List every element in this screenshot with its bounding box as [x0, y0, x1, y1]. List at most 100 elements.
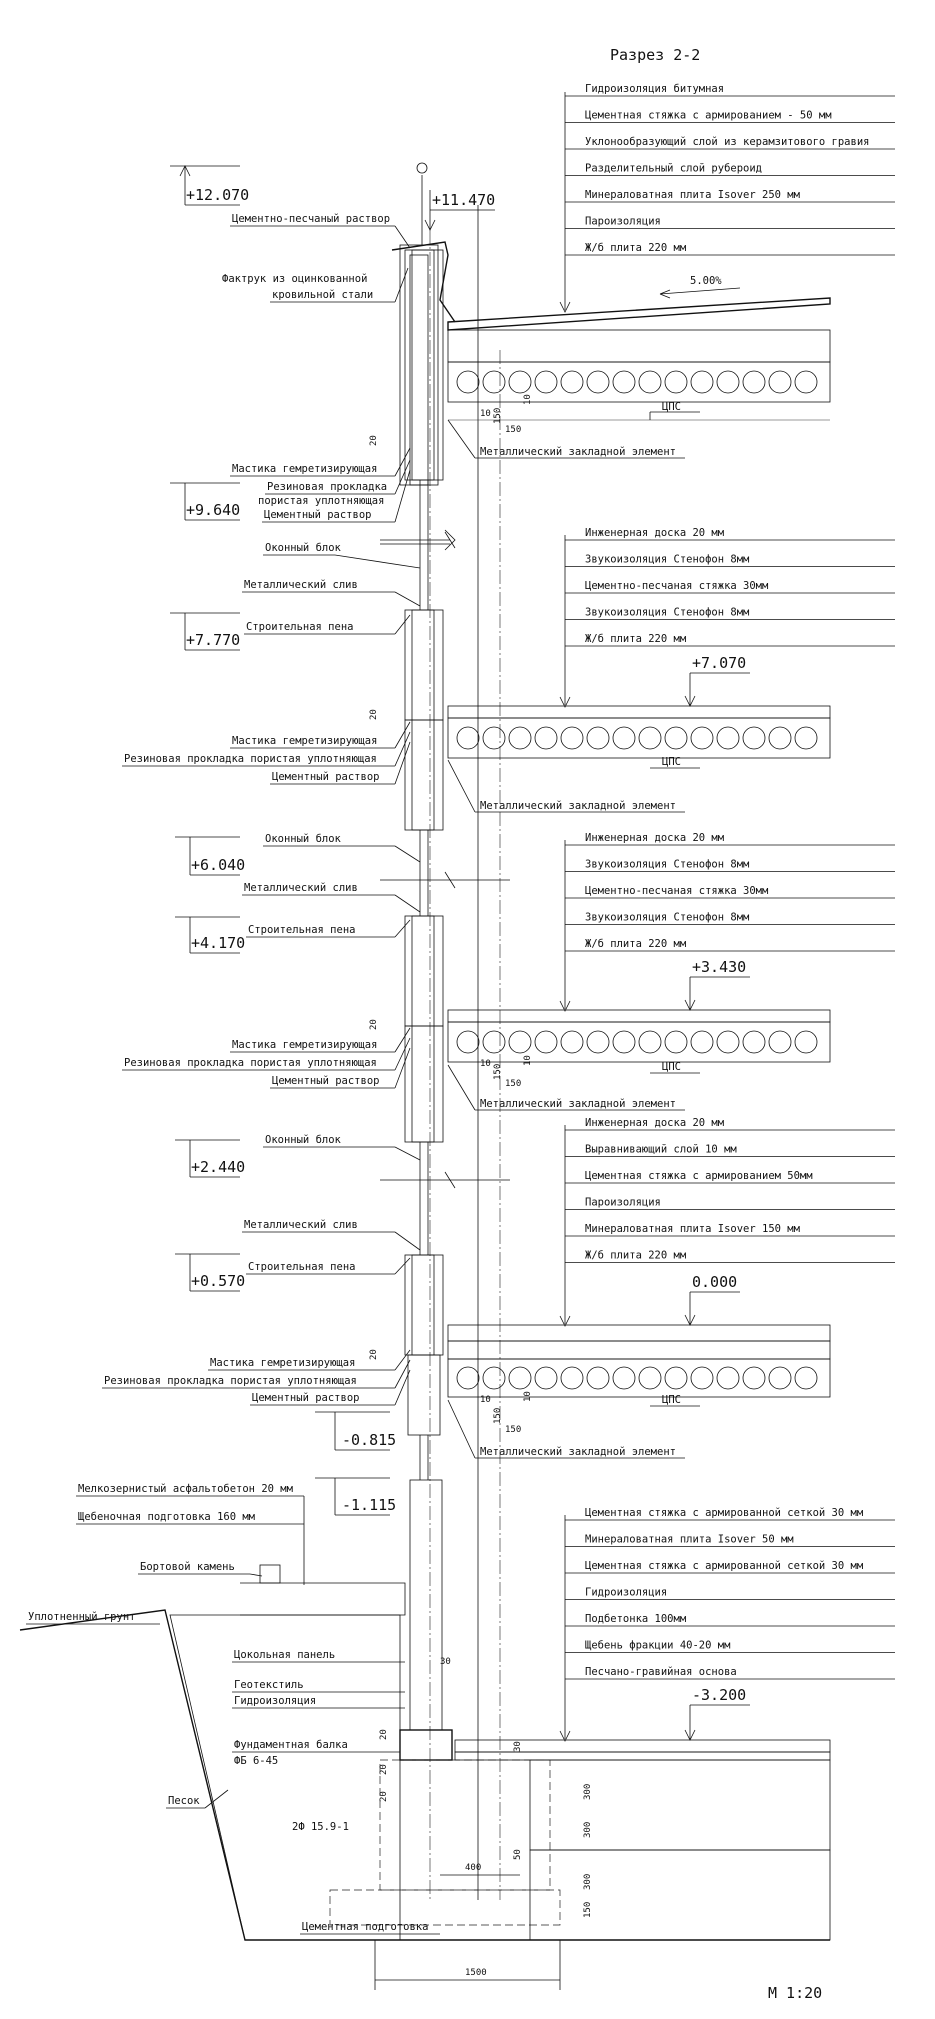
slab-void: [534, 1030, 558, 1054]
svg-text:ЦПС: ЦПС: [662, 1061, 681, 1073]
layer-item: Цементно-песчаная стяжка 30мм: [585, 580, 769, 592]
svg-text:Мастика гемретизирующая: Мастика гемретизирующая: [232, 1039, 377, 1051]
cps-callout-roof: ЦПС: [649, 401, 700, 420]
slab-void: [560, 1366, 584, 1390]
layer-item: Ж/б плита 220 мм: [585, 242, 687, 254]
layer-item: Минераловатная плита Isover 250 мм: [585, 189, 801, 201]
slab-void: [612, 1366, 636, 1390]
level-7070: +7.070: [684, 654, 750, 707]
callout-foam-2: Строительная пена: [246, 919, 411, 938]
callout-asphalt: Мелкозернистый асфальтобетон 20 мм: [76, 1483, 305, 1585]
slab-void: [664, 370, 688, 394]
slab-void: [768, 1030, 792, 1054]
svg-text:150: 150: [505, 425, 521, 435]
layer-item: Цементная стяжка с армированной сеткой 3…: [585, 1560, 864, 1572]
layer-item: Инженерная доска 20 мм: [585, 832, 725, 844]
slab-void: [716, 726, 740, 750]
slab-void: [690, 370, 714, 394]
svg-text:20: 20: [369, 1019, 379, 1030]
slab-void: [508, 726, 532, 750]
svg-text:Резиновая прокладка пористая у: Резиновая прокладка пористая уплотняющая: [104, 1375, 357, 1387]
slab-void: [638, 726, 662, 750]
slab-void: [664, 726, 688, 750]
svg-text:+7.070: +7.070: [692, 654, 746, 672]
wall-panels: [380, 249, 510, 1761]
svg-text:50: 50: [513, 1849, 523, 1860]
svg-text:Металлический слив: Металлический слив: [244, 579, 358, 591]
svg-text:Оконный блок: Оконный блок: [265, 1134, 342, 1146]
svg-text:Металлический слив: Металлический слив: [244, 882, 358, 894]
slab-void: [612, 370, 636, 394]
slab-level-0000: [447, 1324, 831, 1398]
layer-item: Инженерная доска 20 мм: [585, 1117, 725, 1129]
slab-void: [534, 370, 558, 394]
svg-text:150: 150: [493, 1408, 503, 1424]
svg-text:Мастика гемретизирующая: Мастика гемретизирующая: [232, 463, 377, 475]
slab-void: [742, 1030, 766, 1054]
layer-item: Разделительный слой рубероид: [585, 163, 762, 175]
svg-text:Металлический закладной элемен: Металлический закладной элемент: [480, 800, 676, 812]
roof-assembly: [391, 162, 831, 486]
slab-void: [482, 370, 506, 394]
svg-text:150: 150: [583, 1902, 593, 1918]
svg-text:+4.170: +4.170: [191, 934, 245, 952]
svg-text:300: 300: [583, 1874, 593, 1890]
slab-void: [716, 370, 740, 394]
svg-text:Оконный блок: Оконный блок: [265, 542, 342, 554]
slab-void: [794, 726, 818, 750]
cps-callout-7070: ЦПС: [650, 756, 700, 769]
svg-text:Металлический закладной элемен: Металлический закладной элемент: [480, 1446, 676, 1458]
slab-void: [456, 370, 480, 394]
roof-slope-arrow: [659, 287, 741, 295]
callout-metal-drip-3: Металлический слив: [242, 1219, 421, 1251]
roof-slab-hollows: [456, 370, 818, 394]
callout-group-low: Мастика гемретизирующая Резиновая прокла…: [122, 1027, 411, 1089]
svg-text:10: 10: [523, 1055, 533, 1066]
svg-text:Строительная пена: Строительная пена: [246, 621, 353, 633]
level-11470: +11.470: [424, 190, 495, 231]
svg-text:20: 20: [369, 709, 379, 720]
svg-text:10: 10: [523, 1391, 533, 1402]
level-7770: +7.770: [170, 612, 240, 651]
slab-void: [742, 726, 766, 750]
callout-sand: Песок: [166, 1789, 229, 1809]
slab-void: [534, 1366, 558, 1390]
svg-text:Уплотненный грунт: Уплотненный грунт: [28, 1611, 135, 1623]
svg-text:150: 150: [493, 408, 503, 424]
svg-text:+6.040: +6.040: [191, 856, 245, 874]
slab-void: [742, 370, 766, 394]
callout-foam-1: Строительная пена: [244, 614, 411, 635]
callout-found-beam: Фундаментная балка ФБ 6-45: [232, 1739, 400, 1767]
level-9640: +9.640: [170, 482, 240, 521]
slab-void: [638, 1030, 662, 1054]
callout-faktruk: Фактрук из оцинкованной кровильной стали: [222, 267, 409, 303]
svg-text:30: 30: [440, 1657, 451, 1667]
layer-item: Ж/б плита 220 мм: [585, 633, 687, 645]
svg-text:Резиновая прокладка: Резиновая прокладка: [267, 481, 387, 493]
slab-void: [560, 726, 584, 750]
svg-text:20: 20: [379, 1764, 389, 1775]
slab-void: [508, 1366, 532, 1390]
svg-text:Оконный блок: Оконный блок: [265, 833, 342, 845]
svg-text:400: 400: [465, 1863, 481, 1873]
layer-item: Звукоизоляция Стенофон 8мм: [585, 912, 750, 924]
svg-text:Строительная пена: Строительная пена: [248, 924, 355, 936]
slab-void: [456, 1030, 480, 1054]
callout-plinth-panel: Цокольная панель: [232, 1649, 405, 1663]
level-0000: 0.000: [684, 1273, 740, 1326]
slab-void: [612, 1030, 636, 1054]
slab-void: [742, 1366, 766, 1390]
layer-item: Подбетонка 100мм: [585, 1613, 687, 1625]
level-0570: +0.570: [175, 1253, 245, 1292]
callout-cement-prep: Цементная подготовка: [300, 1921, 440, 1935]
roof-slope-value: 5.00%: [690, 275, 722, 287]
layer-item: Звукоизоляция Стенофон 8мм: [585, 607, 750, 619]
svg-text:Резиновая прокладка пористая у: Резиновая прокладка пористая уплотняющая: [124, 1057, 377, 1069]
layer-item: Цементная стяжка с армированной сеткой 3…: [585, 1507, 864, 1519]
dimension-labels: 20 20 20 20 10 10 150 150 10 10 150 150 …: [369, 394, 593, 1990]
slab-void: [534, 726, 558, 750]
svg-text:Мастика гемретизирующая: Мастика гемретизирующая: [232, 735, 377, 747]
svg-text:Фундаментная балка: Фундаментная балка: [234, 1739, 348, 1751]
level-4170: +4.170: [175, 916, 245, 954]
